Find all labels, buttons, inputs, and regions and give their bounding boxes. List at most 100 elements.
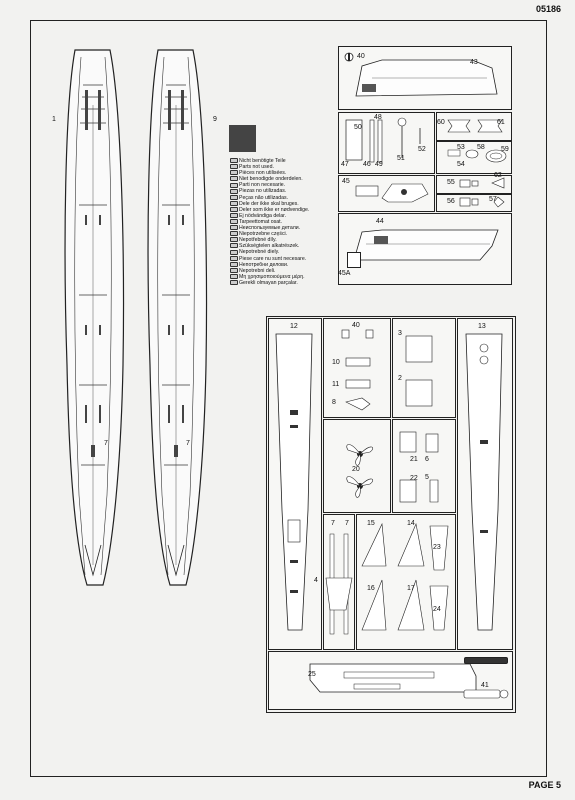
part-label: 40	[357, 53, 365, 60]
part-label: 43	[470, 59, 478, 66]
hull-right-drawing	[147, 49, 208, 586]
part-40-icon	[344, 52, 354, 62]
part-label: 59	[501, 146, 509, 153]
legend-line: Szükségtelen alkatrészek.	[230, 243, 340, 249]
part-label: 11	[332, 381, 340, 388]
parts-2-3-drawing	[405, 335, 433, 407]
part-label: 45	[342, 178, 350, 185]
kit-number: 05186	[535, 4, 561, 14]
legend-line: Неиспользуемые детали.	[230, 225, 340, 231]
page-frame	[30, 20, 547, 777]
parts-56-57-drawing	[459, 196, 505, 208]
part-label: 2	[398, 375, 402, 382]
part-4-drawing	[325, 577, 353, 611]
legend-line: Nepotřebné díly.	[230, 237, 340, 243]
part-label: 61	[497, 119, 505, 126]
legend-line: Dele der ikke skal bruges.	[230, 201, 340, 207]
hull-right-label: 9	[213, 116, 217, 123]
part-label: 4	[314, 577, 318, 584]
part-label: 5	[425, 474, 429, 481]
part-45A-box	[347, 252, 361, 268]
part-label: 3	[398, 330, 402, 337]
part-label: 56	[447, 198, 455, 205]
part-label: 57	[489, 196, 497, 203]
legend-line: Piezas no utilizadas.	[230, 188, 340, 194]
part-label: 7	[345, 520, 349, 527]
hull-left-marker: 7	[104, 440, 108, 447]
part-label: 15	[367, 520, 375, 527]
part-label: 44	[376, 218, 384, 225]
part-label: 53	[457, 144, 465, 151]
part-label: 16	[367, 585, 375, 592]
part-label: 60	[437, 119, 445, 126]
sprue-main-frame	[266, 316, 516, 713]
part-41-drawing	[463, 689, 509, 699]
part-43-drawing	[355, 59, 498, 97]
part-label: 7	[331, 520, 335, 527]
part-label: 40	[352, 322, 360, 329]
part-label: 55	[447, 179, 455, 186]
legend-line: Parti non necesarie.	[230, 182, 340, 188]
legend-line: Nepotrebné diely.	[230, 249, 340, 255]
page-number: PAGE 5	[528, 780, 561, 790]
unused-parts-swatch	[229, 125, 256, 152]
hull-right-marker: 7	[186, 440, 190, 447]
part-12-drawing	[275, 333, 313, 631]
legend-line: Ej nödvändiga delar.	[230, 213, 340, 219]
part-label: 51	[397, 155, 405, 162]
part-label: 46	[363, 161, 371, 168]
part-label: 20	[352, 466, 360, 473]
part-label: 54	[457, 161, 465, 168]
part-45-drawing	[355, 183, 429, 203]
parts-5-6-21-22-drawing	[399, 431, 439, 503]
part-label: 62	[494, 172, 502, 179]
unused-parts-legend: Nicht benötigte Teile Parts not used. Pi…	[230, 158, 340, 286]
part-label: 10	[332, 359, 340, 366]
legend-line: Deler som ikke er nødvendige.	[230, 207, 340, 213]
part-label: 17	[407, 585, 415, 592]
part-label: 52	[418, 146, 426, 153]
part-label: 50	[354, 124, 362, 131]
sprue-top-cell	[436, 112, 512, 141]
part-label: 45A	[338, 270, 351, 277]
part-label: 41	[481, 682, 489, 689]
legend-line: Tarpeettomat osat.	[230, 219, 340, 225]
part-label: 48	[374, 114, 382, 121]
part-label: 25	[308, 671, 316, 678]
parts-47-52-drawing	[345, 117, 421, 163]
part-label: 49	[375, 161, 383, 168]
legend-line: Nepotrebni deli.	[230, 268, 340, 274]
legend-line: Piese care nu sunt necesare.	[230, 256, 340, 262]
legend-line: Gerekli olmayan parçalar.	[230, 280, 340, 286]
parts-60-61-drawing	[447, 119, 503, 133]
parts-53-59-drawing	[447, 149, 507, 163]
part-label: 24	[433, 606, 441, 613]
legend-line: Niepotrzebne części.	[230, 231, 340, 237]
part-label: 14	[407, 520, 415, 527]
dark-rod	[464, 657, 508, 664]
part-label: 22	[410, 475, 418, 482]
legend-line: Μη χρησιμοποιούμενα μέρη.	[230, 274, 340, 280]
part-label: 8	[332, 399, 336, 406]
legend-line: Parts not used.	[230, 164, 340, 170]
legend-line: Peças não utilizadas.	[230, 195, 340, 201]
part-label: 23	[433, 544, 441, 551]
parts-40-10-11-8-drawing	[341, 329, 374, 411]
parts-55-62-drawing	[459, 177, 505, 189]
part-label: 47	[341, 161, 349, 168]
parts-14-17-fins-drawing	[361, 522, 449, 631]
legend-line: Непотребни делови.	[230, 262, 340, 268]
part-label: 13	[478, 323, 486, 330]
part-label: 58	[477, 144, 485, 151]
part-label: 6	[425, 456, 429, 463]
part-label: 12	[290, 323, 298, 330]
part-label: 21	[410, 456, 418, 463]
hull-left-label: 1	[52, 116, 56, 123]
part-20-propellers-drawing	[346, 444, 373, 498]
sprue-main-cell	[323, 419, 391, 513]
part-44-drawing	[353, 229, 499, 261]
legend-line: Niet benodigde onderdelen.	[230, 176, 340, 182]
part-13-drawing	[465, 333, 503, 631]
hull-left-drawing	[64, 49, 125, 586]
legend-line: Pièces non utilisées.	[230, 170, 340, 176]
